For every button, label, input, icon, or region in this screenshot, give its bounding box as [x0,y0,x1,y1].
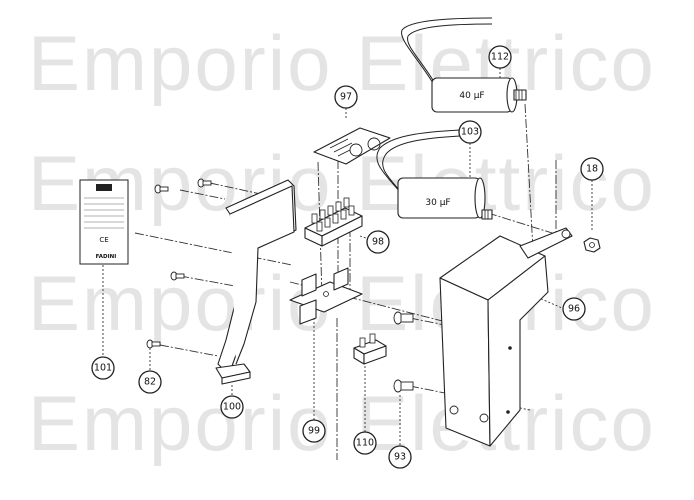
svg-text:97: 97 [340,92,352,103]
svg-text:98: 98 [372,237,384,248]
svg-text:93: 93 [394,452,406,463]
callout-98: 98 [366,230,390,254]
capacitor-40uf-label: 40 µF [459,91,484,101]
callout-18: 18 [580,157,604,181]
ce-mark: CE [99,236,108,244]
data-plate: CE FADINI [79,179,129,265]
circuit-board [313,127,391,165]
callout-110: 110 [353,431,377,455]
screw-top-left [154,184,169,194]
capacitor-30uf: 30 µF [376,129,493,220]
plate-brand: FADINI [96,254,117,260]
callout-103: 103 [458,120,482,144]
callout-93: 93 [388,445,412,469]
svg-text:18: 18 [586,164,598,175]
svg-text:112: 112 [491,52,509,63]
mounting-bracket [289,267,363,325]
cover-panel [215,179,297,385]
screw-top-mid [197,178,212,188]
svg-text:96: 96 [568,304,580,315]
callout-99: 99 [302,419,326,443]
watermark-row-4: Emporio Elettrico [28,379,656,467]
svg-text:101: 101 [94,363,112,374]
screw-82 [146,339,161,349]
hex-nut [583,237,601,253]
svg-text:82: 82 [144,377,156,388]
capacitor-30uf-label: 30 µF [425,198,450,208]
svg-text:99: 99 [308,426,320,437]
motor-housing [439,227,573,447]
capacitor-40uf: 40 µF [401,17,527,113]
svg-text:103: 103 [461,127,479,138]
callout-96: 96 [562,297,586,321]
callout-112: 112 [488,45,512,69]
callout-100: 100 [220,395,244,419]
callout-97: 97 [334,85,358,109]
callout-82: 82 [138,370,162,394]
screws [146,178,414,393]
small-terminal [353,333,387,365]
screw-mid-left [170,271,185,281]
svg-text:100: 100 [223,402,241,413]
screw-93 [393,379,414,393]
callout-101: 101 [91,356,115,380]
screw-housing-upper [393,311,414,325]
svg-text:110: 110 [356,438,374,449]
leader-lines [102,68,593,446]
terminal-block [304,197,363,247]
